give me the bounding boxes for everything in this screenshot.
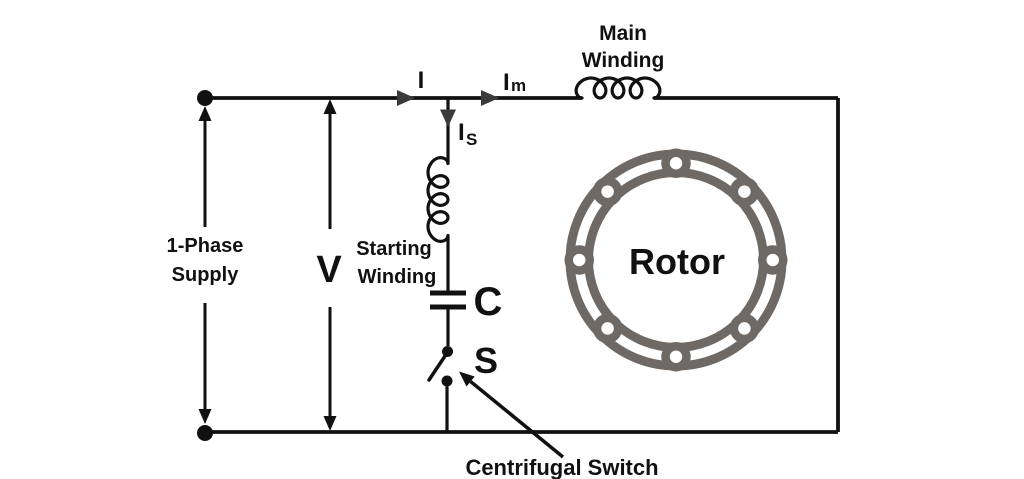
starting-winding-label-line1: Starting [356,238,432,260]
current-arrow-start-icon [440,109,456,127]
rotor-bar-icon [729,313,760,344]
callout-arrow-line [469,380,565,459]
capacitor-label: C [474,280,503,324]
rotor-bars [564,148,788,372]
supply-node-bottom [197,425,213,441]
centrifugal-switch-callout [459,371,565,459]
rotor-label: Rotor [629,241,725,282]
current-start-label-base: I [458,119,465,146]
capacitor-symbol [430,290,466,310]
switch-contact-top [442,346,453,357]
centrifugal-switch-label: Centrifugal Switch [465,455,658,479]
current-arrow-total-icon [397,90,415,106]
rotor-bar-icon [564,245,594,275]
rotor-bar-icon [592,313,623,344]
supply-arrowhead-up-icon [198,106,212,121]
supply-arrowhead-down-icon [198,409,212,424]
current-main-label-sub: m [511,76,526,95]
main-winding-label-line1: Main [599,22,647,45]
current-arrow-main-icon [481,90,499,106]
rotor-bar-icon [661,342,691,372]
rotor-bar-icon [592,176,623,207]
supply-label-line1: 1-Phase [167,235,244,257]
supply-node-top [197,90,213,106]
voltage-label: V [316,249,342,291]
current-start-label-sub: S [466,130,477,149]
voltage-measure-line [323,99,337,431]
supply-terminal-line [197,90,213,441]
starting-winding-label-line2: Winding [358,266,437,288]
centrifugal-switch-symbol [427,346,453,387]
main-winding-label-line2: Winding [582,49,665,72]
rotor-bar-icon [758,245,788,275]
switch-contact-bottom [441,375,453,387]
switch-blade [427,351,449,382]
current-total-label: I [418,67,425,94]
current-main-label-base: I [503,69,510,96]
switch-label: S [474,340,498,381]
voltage-arrowhead-down-icon [323,416,337,431]
voltage-arrowhead-up-icon [323,99,337,114]
current-arrows [397,90,499,127]
starting-branch-wires [445,98,450,432]
callout-arrowhead-icon [459,371,475,387]
rotor-symbol [564,148,788,372]
main-winding-coil [574,76,662,100]
supply-label-line2: Supply [172,264,240,286]
rotor-bar-icon [729,176,760,207]
circuit-wires [205,96,840,434]
starting-winding-coil [426,156,450,243]
rotor-bar-icon [661,148,691,178]
